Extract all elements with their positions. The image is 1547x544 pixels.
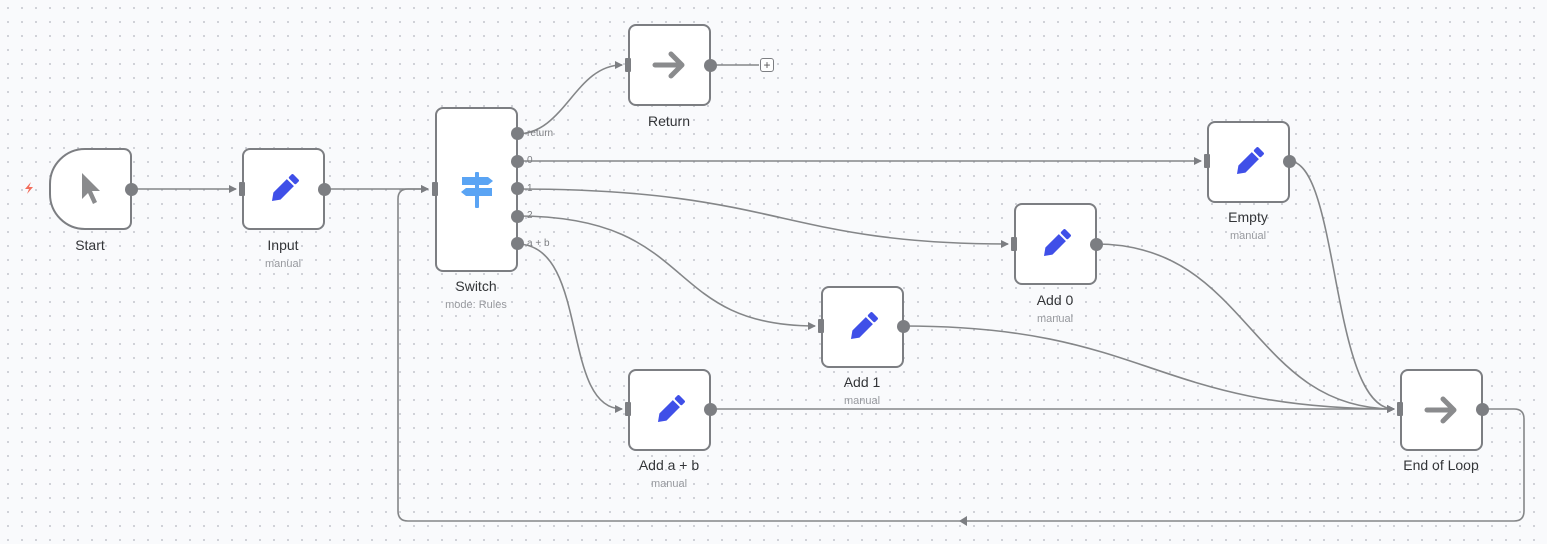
output-label-ab: a + b (527, 238, 550, 249)
node-label-add0: Add 0 (1036, 292, 1074, 308)
node-label-add1: Add 1 (843, 374, 881, 390)
connection-switch-return[interactable] (516, 61, 623, 135)
connection-switch-add0[interactable] (516, 188, 1009, 248)
pencil-icon (657, 395, 685, 423)
connection-empty-endloop[interactable] (1288, 160, 1395, 413)
output-label-2: 2 (527, 210, 533, 221)
mouse-pointer-icon (81, 173, 100, 204)
output-handle-input[interactable] (318, 183, 331, 196)
lightning-bolt-icon (25, 182, 33, 194)
pencil-icon (1236, 147, 1264, 175)
node-label-empty: Empty (1228, 209, 1268, 225)
pencil-icon (1043, 229, 1071, 257)
add-node-button[interactable]: + (760, 58, 774, 72)
output-handle-add0[interactable] (1090, 238, 1103, 251)
node-label-return: Return (647, 113, 691, 129)
connection-add0-endloop[interactable] (1095, 243, 1395, 413)
connection-endloop-switch[interactable] (397, 185, 1525, 522)
pencil-icon (271, 174, 299, 202)
node-return[interactable] (628, 24, 711, 106)
output-handle-switch-1[interactable] (511, 182, 524, 195)
node-label-endloop: End of Loop (1403, 457, 1479, 473)
input-handle-return[interactable] (625, 58, 631, 72)
output-handle-switch-0[interactable] (511, 155, 524, 168)
loop-direction-arrow (959, 516, 967, 526)
node-subtitle-add0: manual (1036, 313, 1074, 325)
input-handle-add0[interactable] (1011, 237, 1017, 251)
node-label-addab: Add a + b (638, 457, 700, 473)
connection-switch-addab[interactable] (516, 243, 623, 413)
output-label-0: 0 (527, 155, 533, 166)
output-handle-endloop[interactable] (1476, 403, 1489, 416)
node-switch[interactable] (435, 107, 518, 272)
pencil-icon (850, 312, 878, 340)
node-label-start: Start (75, 237, 105, 253)
node-subtitle-empty: manual (1229, 230, 1267, 242)
node-endloop[interactable] (1400, 369, 1483, 451)
output-handle-switch-ab[interactable] (511, 237, 524, 250)
arrow-right-icon (1424, 396, 1456, 424)
node-subtitle-addab: manual (650, 478, 688, 490)
input-handle-add1[interactable] (818, 319, 824, 333)
connection-add1-endloop[interactable] (902, 325, 1395, 413)
node-label-switch: Switch (455, 278, 497, 294)
output-label-return: return (527, 128, 554, 139)
node-input[interactable] (242, 148, 325, 230)
input-handle-empty[interactable] (1204, 154, 1210, 168)
output-handle-return[interactable] (704, 59, 717, 72)
node-add1[interactable] (821, 286, 904, 368)
input-handle-endloop[interactable] (1397, 402, 1403, 416)
node-subtitle-add1: manual (843, 395, 881, 407)
input-handle-switch[interactable] (432, 182, 438, 196)
connection-switch-add1[interactable] (516, 215, 816, 330)
output-handle-switch-2[interactable] (511, 210, 524, 223)
output-handle-empty[interactable] (1283, 155, 1296, 168)
node-subtitle-switch: mode: Rules (445, 299, 507, 311)
node-addab[interactable] (628, 369, 711, 451)
input-handle-input[interactable] (239, 182, 245, 196)
node-label-input: Input (267, 237, 299, 253)
node-empty[interactable] (1207, 121, 1290, 203)
output-handle-add1[interactable] (897, 320, 910, 333)
node-start[interactable] (49, 148, 132, 230)
output-label-1: 1 (527, 183, 533, 194)
input-handle-addab[interactable] (625, 402, 631, 416)
output-handle-switch-return[interactable] (511, 127, 524, 140)
arrow-right-icon (652, 51, 684, 79)
node-subtitle-input: manual (264, 258, 302, 270)
node-add0[interactable] (1014, 203, 1097, 285)
signpost-icon (460, 171, 493, 208)
output-handle-addab[interactable] (704, 403, 717, 416)
output-handle-start[interactable] (125, 183, 138, 196)
